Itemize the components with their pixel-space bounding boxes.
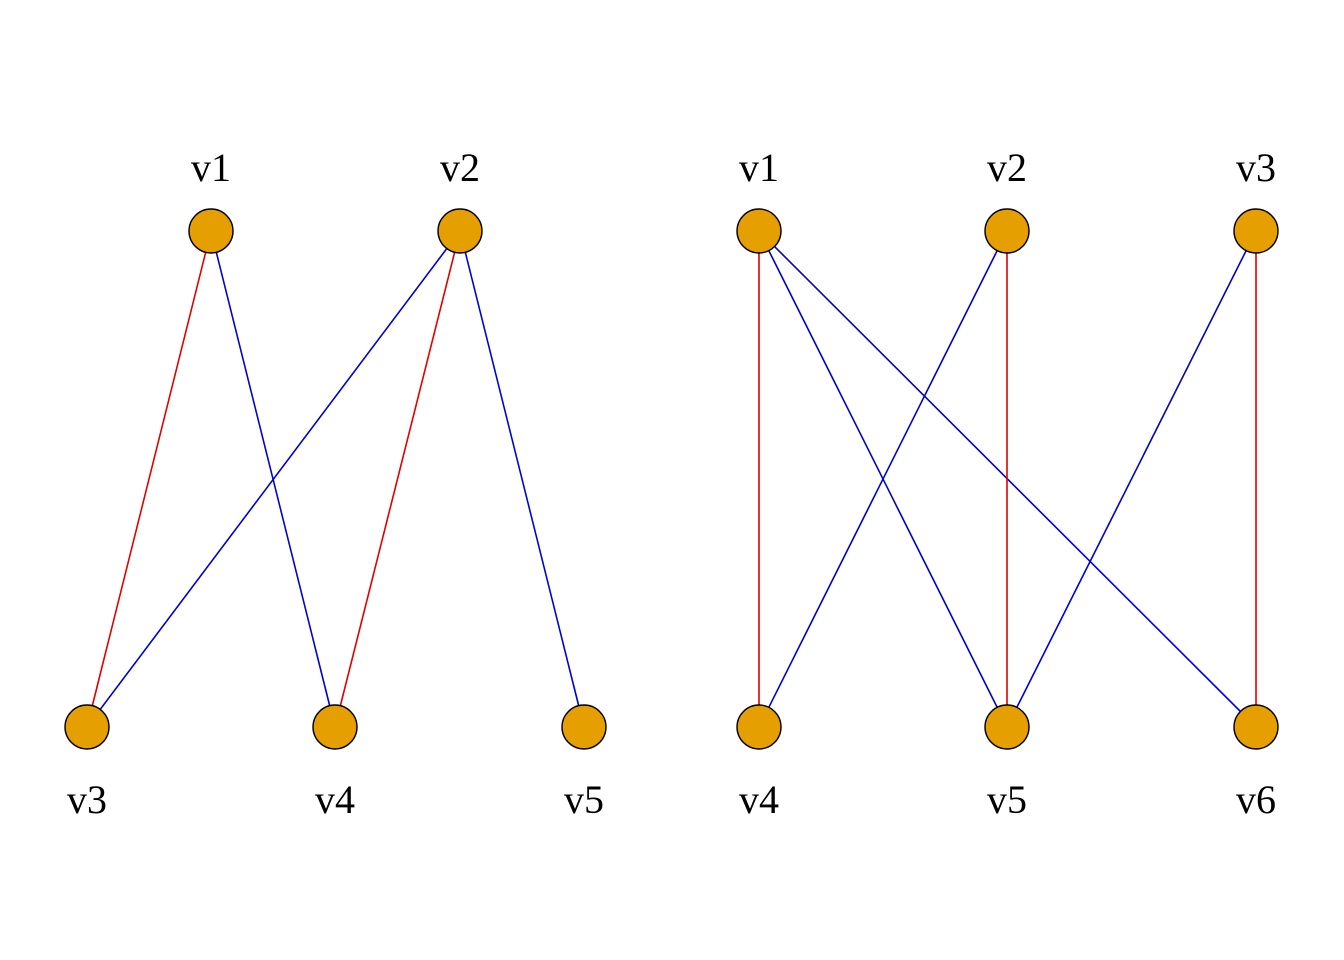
node-label-v4: v4 xyxy=(315,777,355,822)
node-v4 xyxy=(312,704,358,750)
node-label-v3: v3 xyxy=(67,777,107,822)
node-label-v5: v5 xyxy=(564,777,604,822)
node-v4 xyxy=(736,704,782,750)
node-label-v3: v3 xyxy=(1236,145,1276,190)
edge-v1-v3-matched xyxy=(86,230,212,728)
node-label-v5: v5 xyxy=(987,777,1027,822)
edge-v2-v5 xyxy=(459,230,585,728)
edge-v2-v4 xyxy=(758,230,1008,728)
right-bipartite-graph: v1 v2 v3 v4 v5 v6 xyxy=(736,145,1279,822)
node-v6 xyxy=(1233,704,1279,750)
node-label-v2: v2 xyxy=(440,145,480,190)
edge-v2-v3 xyxy=(86,230,461,728)
edge-v3-v5 xyxy=(1006,230,1257,728)
node-label-v6: v6 xyxy=(1236,777,1276,822)
node-v1 xyxy=(736,208,782,254)
node-v2 xyxy=(984,208,1030,254)
node-v5 xyxy=(984,704,1030,750)
node-v2 xyxy=(437,208,483,254)
edge-v2-v4-matched xyxy=(334,230,461,728)
node-label-v1: v1 xyxy=(739,145,779,190)
left-bipartite-graph: v1 v2 v3 v4 v5 xyxy=(64,145,607,822)
node-v3 xyxy=(64,704,110,750)
node-v1 xyxy=(188,208,234,254)
node-v5 xyxy=(561,704,607,750)
node-label-v4: v4 xyxy=(739,777,779,822)
node-label-v1: v1 xyxy=(191,145,231,190)
node-v3 xyxy=(1233,208,1279,254)
node-label-v2: v2 xyxy=(987,145,1027,190)
